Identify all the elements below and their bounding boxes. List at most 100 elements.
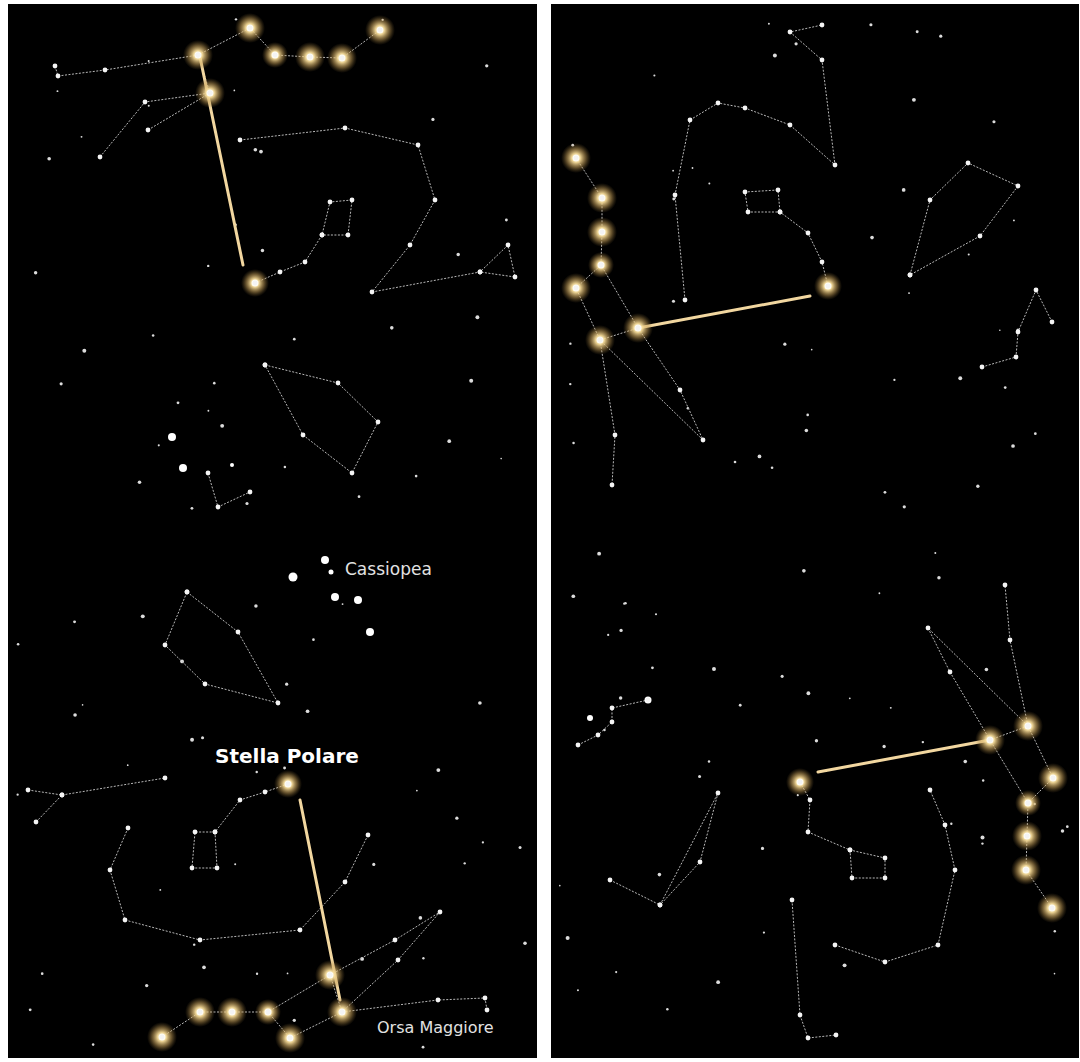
faint-star [712,667,716,671]
faint-star [254,148,258,152]
star-dot [788,123,793,128]
faint-star [815,739,818,742]
star-core [599,195,606,202]
star-dot [213,830,218,835]
star-dot [303,260,308,265]
star-dot [478,270,483,275]
star-core [159,1034,166,1041]
faint-star [811,349,813,351]
star-dot [883,856,888,861]
star-dot [301,433,306,438]
star-dot [576,743,581,748]
star-core [599,229,606,236]
star-dot [1008,638,1013,643]
bright-stars [147,13,1068,1053]
faint-star [878,592,880,594]
faint-star [193,943,195,945]
constellation-lines [28,25,1053,1038]
star-dot [850,876,855,881]
faint-star [916,30,919,33]
star-dot [610,706,615,711]
faint-star [422,957,424,959]
star-dot [908,273,913,278]
faint-star [293,1019,296,1022]
faint-star [672,300,675,303]
faint-star [138,480,142,484]
faint-star [422,1046,425,1049]
faint-star [985,668,989,672]
star-dot [790,898,795,903]
star-dot [278,270,283,275]
star-dot [1016,330,1021,335]
faint-star [419,916,423,920]
star-dot [598,338,603,343]
faint-star [456,253,460,257]
faint-stars [16,18,1068,1048]
star-core [797,779,804,786]
faint-star [306,709,310,713]
faint-star [92,1043,95,1046]
star-dot [820,58,825,63]
star-dot [193,830,198,835]
star-dot [343,126,348,131]
faint-star [233,90,235,92]
star-dots [26,23,1056,1041]
star-dot [1025,834,1030,839]
star-dot [883,876,888,881]
faint-star [416,790,418,792]
star-dot [213,830,218,835]
star-dot [276,701,281,706]
star-dot [1026,724,1031,729]
faint-star [312,638,315,641]
faint-star [893,379,895,381]
star-core [265,1009,272,1016]
star-dot [716,791,721,796]
faint-star [485,64,488,67]
faint-star [81,136,83,138]
star-core [377,27,384,34]
faint-star [159,889,161,891]
faint-star [1066,825,1069,828]
faint-star [939,35,942,38]
star-dot [320,233,325,238]
faint-star [145,984,148,987]
star-dot [340,1010,345,1015]
star-dot [746,210,751,215]
star-dot [926,626,931,631]
faint-star [207,265,209,267]
star-dot [848,848,853,853]
faint-star [358,495,361,498]
faint-star [141,614,145,618]
star-dot [60,793,65,798]
star-dot [513,275,518,280]
star-dot [408,243,413,248]
faint-star [976,485,979,488]
star-dot [806,1036,811,1041]
faint-star [390,326,394,330]
star-dot [146,128,151,133]
star-core [195,52,202,59]
faint-star [806,414,809,417]
star-dot [936,943,941,948]
faint-star [569,383,571,385]
star-core [272,52,279,59]
faint-star [1054,930,1056,932]
faint-star [768,23,770,25]
star-dot [230,1010,235,1015]
faint-star [734,461,737,464]
star-dot [26,788,31,793]
faint-star [758,455,762,459]
star-core [635,325,642,332]
faint-star [963,760,967,764]
faint-star [982,779,984,781]
star-dot [253,281,258,286]
star-dot [1034,288,1039,293]
faint-star [285,683,288,686]
star-dot [185,590,190,595]
star-dot [236,630,241,635]
faint-star [1004,386,1007,389]
star-dot [743,190,748,195]
faint-star [655,613,657,615]
star-dot [273,53,278,58]
faint-star [992,120,995,123]
